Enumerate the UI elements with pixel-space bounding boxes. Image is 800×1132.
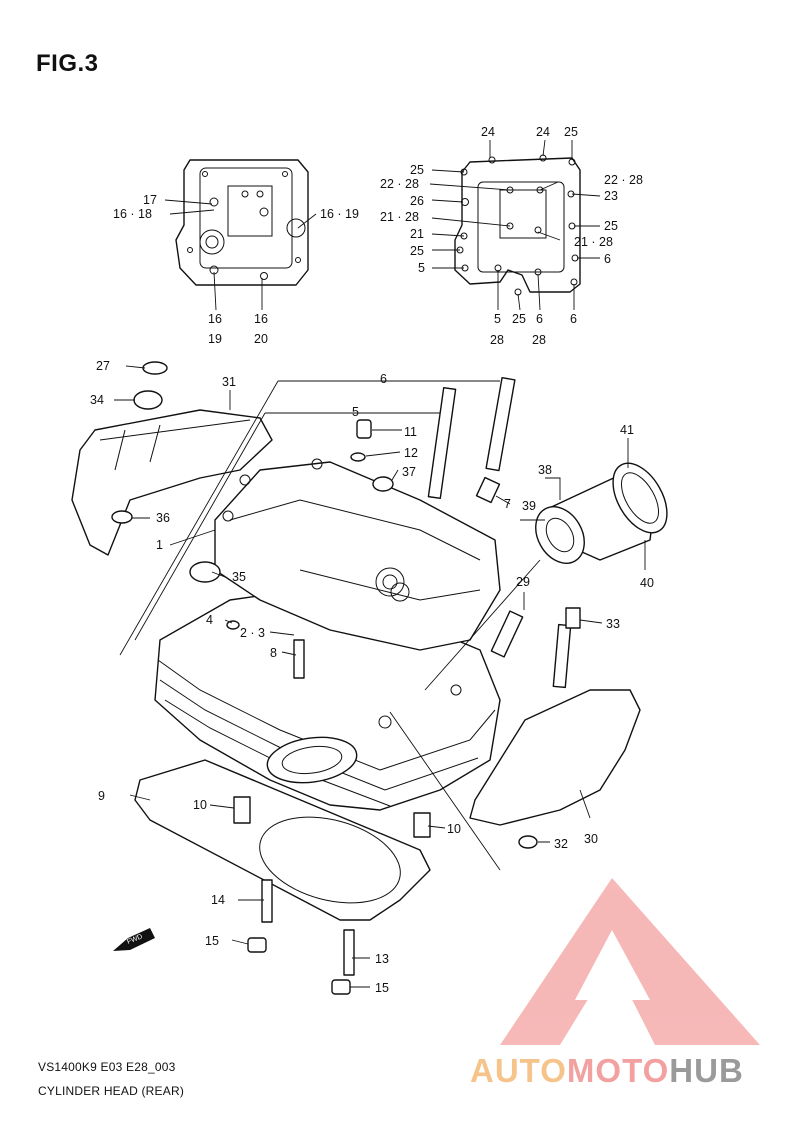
callout-16b: 16 bbox=[254, 312, 268, 326]
bolts bbox=[261, 376, 581, 976]
watermark-moto: MOTO bbox=[566, 1052, 670, 1089]
figure-title: FIG.3 bbox=[36, 50, 99, 77]
callout-29: 29 bbox=[516, 575, 530, 589]
callout-25d: 25 bbox=[410, 244, 424, 258]
callout-6a: 6 bbox=[604, 252, 611, 266]
callout-21-28b: 21 · 28 bbox=[574, 235, 613, 249]
callout-28b: 28 bbox=[532, 333, 546, 347]
diagram-code: VS1400K9 E03 E28_003 bbox=[38, 1060, 176, 1074]
callout-41: 41 bbox=[620, 423, 634, 437]
callout-1: 1 bbox=[156, 538, 163, 552]
callout-6c: 6 bbox=[570, 312, 577, 326]
callout-21-28a: 21 · 28 bbox=[380, 210, 419, 224]
callout-12: 12 bbox=[404, 446, 418, 460]
callout-14: 14 bbox=[211, 893, 225, 907]
callout-10a: 10 bbox=[193, 798, 207, 812]
callout-25c: 25 bbox=[604, 219, 618, 233]
callout-37: 37 bbox=[402, 465, 416, 479]
callout-22-28a: 22 · 28 bbox=[380, 177, 419, 191]
callout-5c: 5 bbox=[352, 405, 359, 419]
callout-31: 31 bbox=[222, 375, 236, 389]
callout-6d: 6 bbox=[380, 372, 387, 386]
head-cover-top-view bbox=[454, 154, 581, 296]
watermark-logo-triangle bbox=[500, 878, 760, 1045]
forward-arrow-icon: FWD bbox=[113, 928, 155, 951]
callout-25b: 25 bbox=[410, 163, 424, 177]
callout-24a: 24 bbox=[481, 125, 495, 139]
callout-24b: 24 bbox=[536, 125, 550, 139]
callout-28a: 28 bbox=[490, 333, 504, 347]
callout-10b: 10 bbox=[447, 822, 461, 836]
callout-23: 23 bbox=[604, 189, 618, 203]
callout-27: 27 bbox=[96, 359, 110, 373]
callout-4: 4 bbox=[206, 613, 213, 627]
watermark-auto: AUTO bbox=[470, 1052, 567, 1089]
callout-8: 8 bbox=[270, 646, 277, 660]
cylinder-head-top-view bbox=[175, 159, 309, 286]
callout-labels: 24 24 25 25 22 · 28 22 · 28 26 23 21 · 2… bbox=[90, 125, 654, 995]
callout-2-3: 2 · 3 bbox=[240, 626, 265, 640]
callout-34: 34 bbox=[90, 393, 104, 407]
callout-30: 30 bbox=[584, 832, 598, 846]
watermark-text: AUTOMOTOHUB bbox=[470, 1052, 744, 1090]
callout-32: 32 bbox=[554, 837, 568, 851]
small-parts bbox=[111, 361, 538, 995]
callout-11: 11 bbox=[404, 425, 417, 439]
callout-25a: 25 bbox=[564, 125, 578, 139]
diagram-caption: CYLINDER HEAD (REAR) bbox=[38, 1084, 185, 1098]
callout-15b: 15 bbox=[375, 981, 389, 995]
callout-5a: 5 bbox=[418, 261, 425, 275]
callout-20: 20 bbox=[254, 332, 268, 346]
callout-36: 36 bbox=[156, 511, 170, 525]
callout-25e: 25 bbox=[512, 312, 526, 326]
callout-38: 38 bbox=[538, 463, 552, 477]
callout-6b: 6 bbox=[536, 312, 543, 326]
callout-16-18: 16 · 18 bbox=[113, 207, 152, 221]
callout-15a: 15 bbox=[205, 934, 219, 948]
cylinder-head-main bbox=[134, 458, 501, 921]
callout-5b: 5 bbox=[494, 312, 501, 326]
callout-16-19: 16 · 19 bbox=[320, 207, 359, 221]
leader-lines bbox=[114, 139, 646, 988]
callout-7: 7 bbox=[504, 497, 511, 511]
callout-35: 35 bbox=[232, 570, 246, 584]
callout-19: 19 bbox=[208, 332, 222, 346]
callout-17: 17 bbox=[143, 193, 157, 207]
callout-16a: 16 bbox=[208, 312, 222, 326]
callout-40: 40 bbox=[640, 576, 654, 590]
callout-13: 13 bbox=[375, 952, 389, 966]
callout-33: 33 bbox=[606, 617, 620, 631]
side-cover-30 bbox=[469, 689, 641, 826]
callout-9: 9 bbox=[98, 789, 105, 803]
callout-22-28b: 22 · 28 bbox=[604, 173, 643, 187]
callout-39: 39 bbox=[522, 499, 536, 513]
intake-pipe bbox=[535, 462, 668, 564]
callout-26: 26 bbox=[410, 194, 424, 208]
watermark-hub: HUB bbox=[669, 1052, 744, 1089]
callout-21: 21 bbox=[410, 227, 424, 241]
